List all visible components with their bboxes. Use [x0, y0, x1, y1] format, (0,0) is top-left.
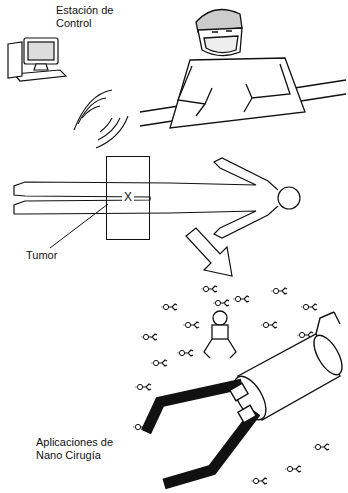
surgeon-arm	[246, 64, 290, 98]
claw-joint	[238, 405, 256, 422]
nanobot	[135, 384, 151, 390]
nanobot	[183, 322, 199, 328]
gripper-nanobot	[204, 311, 236, 358]
surgeon-eyes	[212, 31, 232, 32]
nanobot	[177, 350, 193, 356]
computer-icon	[8, 38, 66, 81]
nanobot	[251, 478, 267, 484]
wave	[74, 90, 112, 130]
nanobot	[233, 296, 249, 302]
marker-letter: X	[122, 191, 134, 204]
surgeon-gown	[170, 58, 305, 128]
nanobot	[151, 360, 167, 366]
surgeon-face	[198, 28, 242, 56]
region-box: X	[106, 156, 150, 240]
nanobot	[313, 444, 329, 450]
nanobot	[141, 334, 157, 340]
caption-label: Estación de Control	[56, 4, 136, 30]
monitor	[24, 38, 58, 64]
wave	[78, 98, 106, 124]
nanobot	[271, 288, 287, 294]
robot-face	[228, 371, 273, 425]
tower	[8, 42, 22, 78]
surgeon-illustration	[140, 10, 346, 129]
zoom-arrow	[186, 228, 232, 276]
bot-claws	[204, 339, 236, 358]
wave	[96, 116, 128, 148]
robot-rear	[308, 331, 347, 379]
surgeon-mask	[204, 36, 238, 53]
screen	[28, 42, 54, 60]
nanobot	[285, 466, 301, 472]
caption-label: Tumor	[26, 249, 76, 262]
patient-body	[14, 158, 300, 238]
head	[278, 187, 300, 209]
surgeon-arm	[178, 66, 212, 104]
claw-arm	[164, 412, 256, 484]
wave	[100, 118, 112, 132]
claw-arm	[146, 384, 242, 432]
claw-joint	[230, 383, 248, 400]
wireless-waves	[74, 90, 128, 148]
nanobot	[201, 286, 217, 292]
bot-body	[212, 325, 228, 339]
monitor-stand	[34, 64, 48, 70]
nanobot	[213, 300, 229, 306]
large-robot	[146, 312, 348, 484]
robot-antenna	[316, 312, 340, 334]
bot-head	[213, 311, 227, 325]
nanobot	[161, 304, 177, 310]
nanobot	[301, 304, 317, 310]
body-outline	[14, 158, 278, 238]
leader-line	[50, 204, 108, 248]
wave	[98, 118, 120, 140]
nanobot	[261, 322, 277, 328]
caption-label: Aplicaciones de Nano Cirugía	[36, 436, 132, 462]
surgical-instrument	[196, 98, 252, 116]
